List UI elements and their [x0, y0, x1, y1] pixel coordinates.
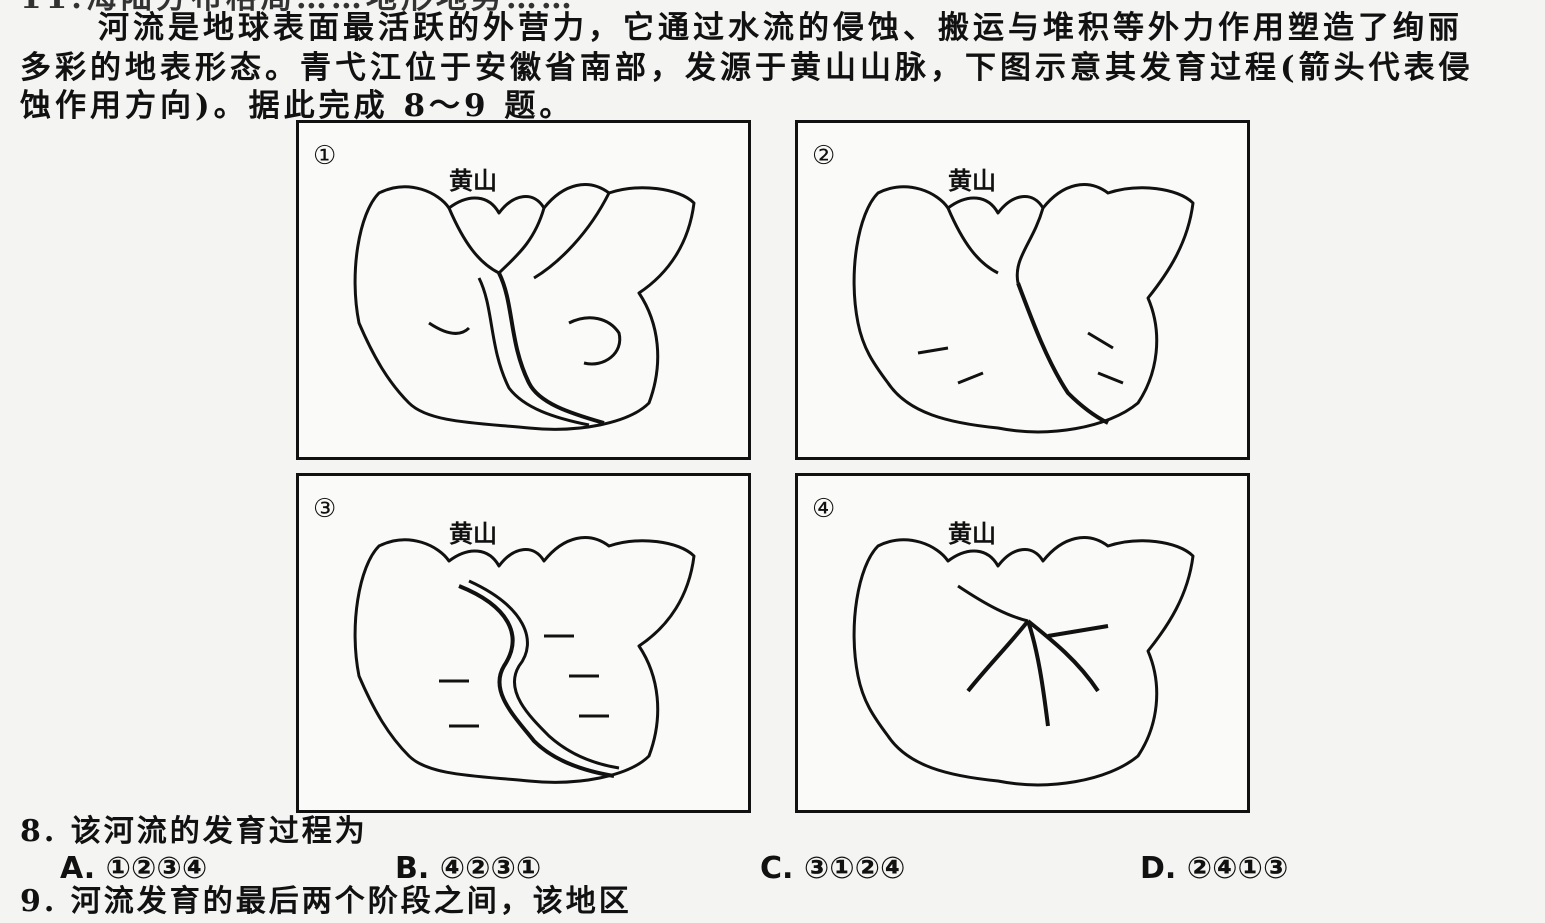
river-sketch-1: [353, 183, 696, 431]
panel-number: ②: [812, 141, 836, 171]
q8-option-d[interactable]: D. ②④①③: [1140, 851, 1289, 886]
panel-number: ④: [812, 494, 836, 524]
mountain-label: 黄山: [449, 520, 497, 548]
river-sketch-2: [852, 183, 1195, 434]
river-sketch-3: [353, 536, 696, 784]
question-9-stem: 9. 河流发育的最后两个阶段之间，该地区: [20, 884, 632, 919]
panel-number: ③: [313, 494, 337, 524]
stage-diagram-3: ③ 黄山: [296, 473, 751, 813]
panel-number: ①: [313, 141, 337, 171]
stage-diagram-2: ② 黄山: [795, 120, 1250, 460]
question-8-stem: 8. 该河流的发育过程为: [20, 814, 368, 849]
mountain-label: 黄山: [449, 167, 497, 195]
mountain-label: 黄山: [948, 167, 996, 195]
cut-off-previous-line: 11.海陆分布格局……地形地势……: [20, 0, 576, 16]
q8-option-b[interactable]: B. ④②③①: [395, 851, 542, 886]
stage-diagram-1: ① 黄山: [296, 120, 751, 460]
stage-diagram-4: ④ 黄山: [795, 473, 1250, 813]
intro-line-3: 蚀作用方向)。据此完成 8～9 题。: [20, 88, 575, 124]
q8-option-a[interactable]: A. ①②③④: [60, 851, 208, 886]
q8-option-c[interactable]: C. ③①②④: [760, 851, 906, 886]
intro-line-1: 河流是地球表面最活跃的外营力，它通过水流的侵蚀、搬运与堆积等外力作用塑造了绚丽: [98, 10, 1463, 46]
river-sketch-4: [852, 536, 1195, 787]
intro-line-2: 多彩的地表形态。青弋江位于安徽省南部，发源于黄山山脉，下图示意其发育过程(箭头代…: [20, 50, 1474, 86]
mountain-label: 黄山: [948, 520, 996, 548]
